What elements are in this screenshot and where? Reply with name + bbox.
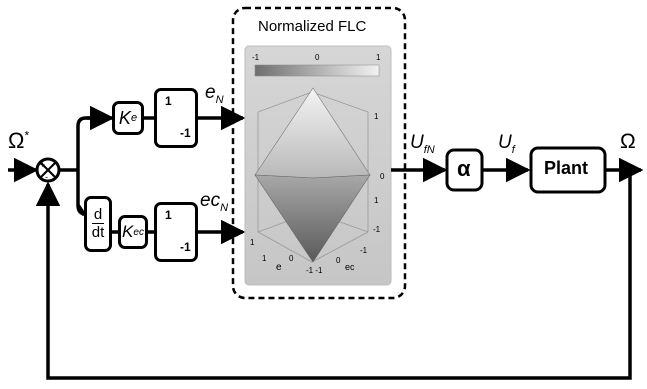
surface-tick-ec-zero: 0 [336,256,341,265]
surface-tick-z-bottom: -1 [373,225,381,234]
Uf-base: U [498,132,512,153]
gain-ke-sub: e [130,112,138,124]
output-label: Ω [620,130,636,153]
sat-lower-max: 1 [165,208,172,222]
derivative-block: d dt [84,196,112,252]
gain-kec-sub: ec [133,226,144,238]
UfN-label: UfN [410,132,435,156]
reference-label: Ω* [8,128,29,154]
alpha-block [445,148,484,192]
to-deriv-line [76,204,86,215]
surface-tick-right-bottom: -1 [360,246,368,255]
colorbar-tick-mid: 0 [315,53,320,62]
ecN-label: ecN [200,190,228,214]
UfN-base: U [410,132,424,153]
sat-lower-min: -1 [180,240,191,254]
plant-label: Plant [544,158,589,178]
surface-axis-ec: ec [345,262,355,272]
surface-tick-z-top: 1 [374,112,379,121]
alpha-label: α [457,156,471,181]
surface-bottom-face [254,174,371,263]
feedback-line [35,170,632,380]
sat-upper-min: -1 [180,126,191,140]
derivative-denominator: dt [91,224,105,241]
surface-axis-e: e [276,262,282,273]
Uf-label: Uf [498,132,515,156]
UfN-sub: fN [423,143,435,156]
eN-base: e [205,82,216,103]
sat-upper-max: 1 [165,94,172,108]
eN-sub: N [215,93,224,106]
surface-tick-e-zero: 0 [289,254,294,263]
saturation-block-lower [154,202,198,262]
surface-tick-e-left: 1 [262,254,267,263]
colorbar-tick-max: 1 [376,53,381,62]
summing-cross-2 [40,162,56,178]
ecN-sub: N [220,201,229,214]
gain-kec-base: K [122,222,134,241]
reference-omega: Ω [8,128,25,153]
colorbar-tick-min: -1 [252,53,260,62]
plant-block [529,146,607,194]
eN-label: eN [205,82,224,106]
flc-dashed-frame [231,6,407,300]
sign-plus: + [40,160,45,170]
surface-tick-z-mid: 0 [380,172,385,181]
saturation-block-upper [154,88,198,148]
sign-minus: - [45,172,48,182]
reference-star: * [24,128,30,143]
ecN-base: ec [200,190,221,211]
flc-colorbar [254,64,380,77]
flc-title: Normalized FLC [258,18,367,35]
Uf-sub: f [511,143,515,156]
surface-tick-left-mid: 1 [250,238,255,247]
gain-ke-base: K [118,107,131,128]
surface-tick-bottom-pair: -1 -1 [306,266,323,275]
surface-tick-right-mid: 1 [374,196,379,205]
derivative-numerator: d [91,206,105,224]
